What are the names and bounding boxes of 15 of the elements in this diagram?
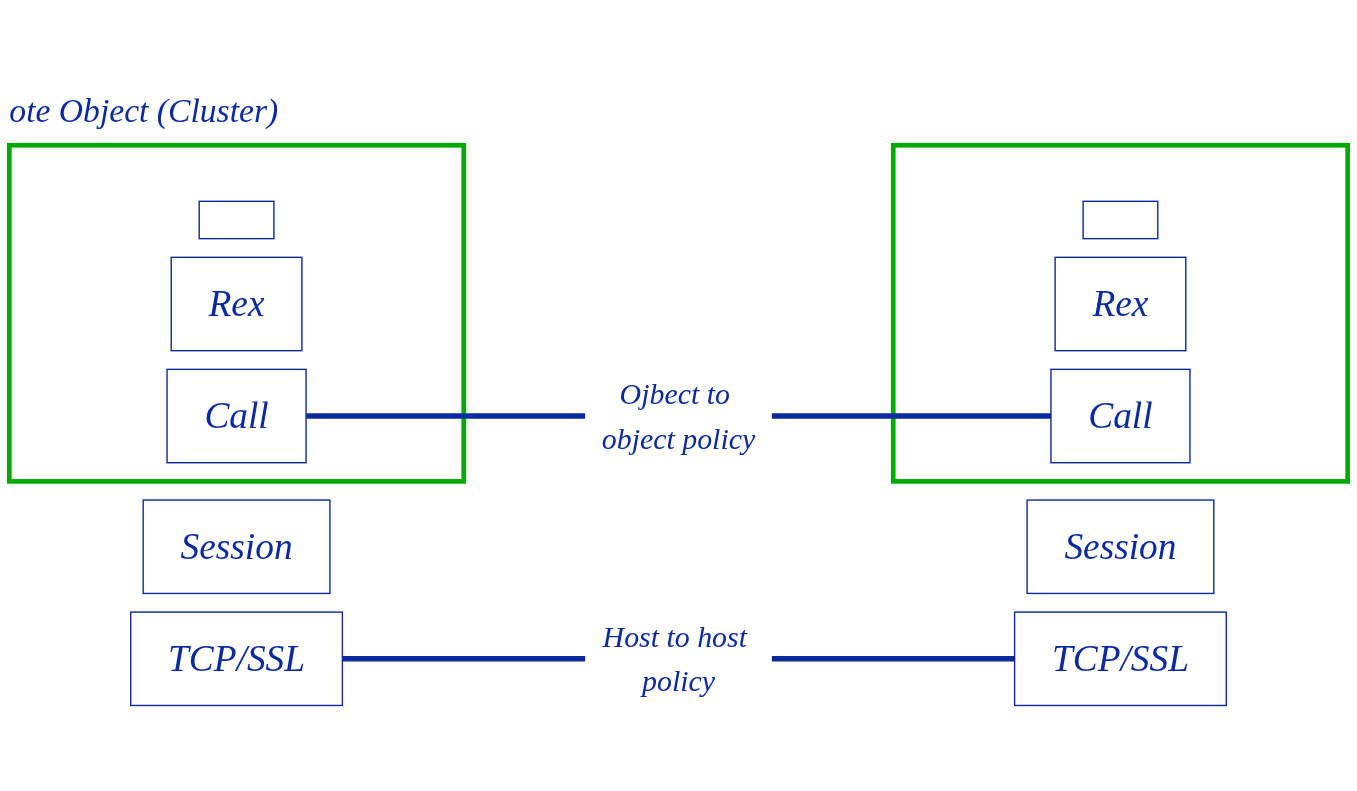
- node-box: Call: [1050, 368, 1191, 464]
- node-box: [1082, 200, 1159, 240]
- node-box: Session: [1026, 499, 1215, 595]
- node-box: TCP/SSL: [130, 611, 344, 707]
- node-box: Session: [142, 499, 331, 595]
- node-box: TCP/SSL: [1013, 611, 1227, 707]
- edge-label: Ojbect to object policy: [601, 376, 756, 456]
- cluster: [890, 142, 1350, 484]
- cluster: [7, 142, 467, 484]
- node-box: Call: [166, 368, 307, 464]
- node-box: [198, 200, 275, 240]
- node-box: Rex: [1054, 256, 1187, 352]
- node-label: ote Object (Cluster): [9, 92, 279, 130]
- edge-label: Host to host policy: [602, 619, 747, 698]
- node-box: Rex: [170, 256, 303, 352]
